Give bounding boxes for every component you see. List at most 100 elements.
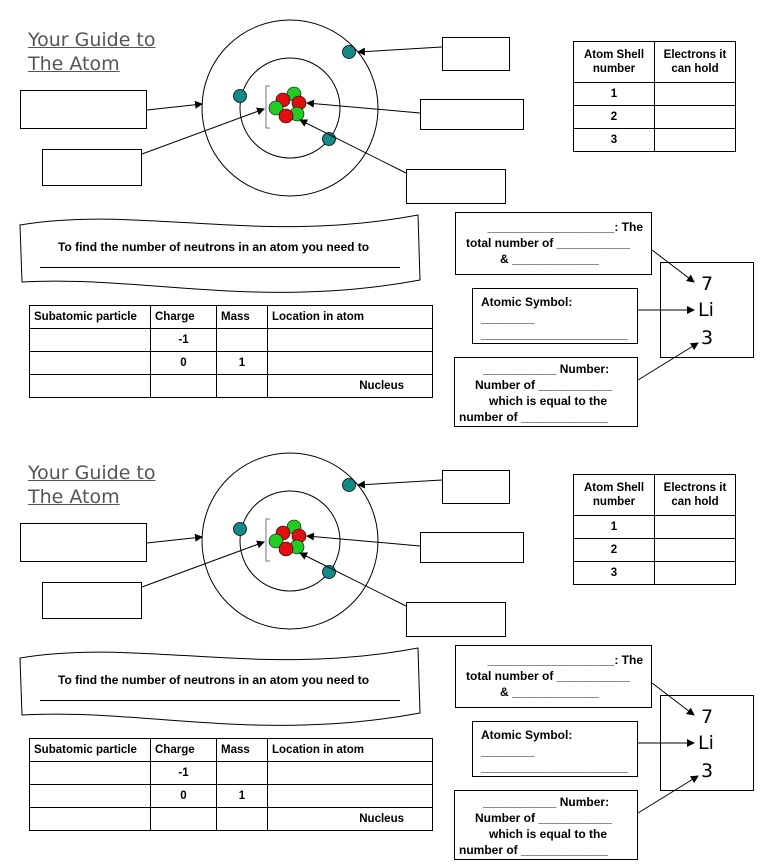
mass-cell: 1 bbox=[216, 784, 268, 808]
shell-number: 1 bbox=[573, 82, 655, 106]
label-box-inner-electron[interactable] bbox=[406, 602, 506, 637]
arrow-to-atomic-number bbox=[637, 775, 699, 814]
label-box-inner-electron[interactable] bbox=[406, 169, 506, 204]
label-box-shell[interactable] bbox=[20, 523, 147, 562]
arrow-to-atomic-number bbox=[637, 342, 699, 381]
location-cell[interactable] bbox=[267, 761, 433, 785]
electron bbox=[342, 478, 356, 492]
electrons-blank[interactable] bbox=[654, 515, 736, 539]
location-cell[interactable] bbox=[267, 784, 433, 808]
proton bbox=[278, 541, 294, 557]
table-row: -1 bbox=[29, 328, 433, 352]
nucleus bbox=[268, 519, 307, 557]
mass-cell[interactable] bbox=[216, 761, 268, 785]
charge-cell: -1 bbox=[150, 761, 217, 785]
arrow-to-mass-number bbox=[651, 249, 695, 283]
table-row: 2 bbox=[573, 105, 736, 129]
particle-cell[interactable] bbox=[29, 761, 151, 785]
electrons-blank[interactable] bbox=[654, 561, 736, 585]
atomic-box-line-3: which is equal to the bbox=[489, 394, 608, 408]
table-row: 0 1 bbox=[29, 351, 433, 375]
label-box-shell[interactable] bbox=[20, 90, 147, 129]
mass-cell[interactable] bbox=[216, 807, 268, 831]
atomic-box-line-3: which is equal to the bbox=[489, 827, 608, 841]
particle-cell[interactable] bbox=[29, 374, 151, 398]
arrow-to-proton bbox=[306, 532, 421, 547]
charge-cell: -1 bbox=[150, 328, 217, 352]
mass-box-line-1: ___________________: The bbox=[487, 220, 643, 234]
shell-table: Atom Shell number Electrons it can hold … bbox=[573, 474, 736, 585]
mass-number: 7 bbox=[701, 706, 714, 728]
element-symbol: Li bbox=[698, 732, 714, 754]
mass-box-line-2: total number of ___________ bbox=[466, 669, 631, 683]
location-cell[interactable] bbox=[267, 351, 433, 375]
mass-number-box: ___________________: The total number of… bbox=[455, 212, 652, 275]
mass-header: Mass bbox=[216, 738, 268, 762]
atomic-number-box: ___________ Number: Number of __________… bbox=[454, 790, 638, 860]
nucleus-bracket bbox=[265, 518, 270, 562]
table-row: Nucleus bbox=[29, 374, 433, 398]
arrow-to-proton bbox=[306, 99, 421, 114]
shell-table: Atom Shell number Electrons it can hold … bbox=[573, 41, 736, 152]
shell-number: 2 bbox=[573, 538, 655, 562]
arrow-to-nucleus-bracket bbox=[141, 540, 265, 588]
atomic-box-line-1: ___________ Number: bbox=[483, 795, 610, 809]
neutron-prompt: To find the number of neutrons in an ato… bbox=[58, 673, 370, 687]
neutron-answer-line[interactable] bbox=[40, 267, 400, 268]
neutron-answer-line[interactable] bbox=[40, 700, 400, 701]
subatomic-particle-table: Subatomic particle Charge Mass Location … bbox=[29, 305, 433, 398]
shell-header-electrons: Electrons it can hold bbox=[654, 41, 736, 83]
mass-cell[interactable] bbox=[216, 374, 268, 398]
shell-number: 1 bbox=[573, 515, 655, 539]
neutron bbox=[268, 100, 284, 116]
inner-shell bbox=[239, 57, 341, 159]
electrons-blank[interactable] bbox=[654, 82, 736, 106]
electrons-blank[interactable] bbox=[654, 105, 736, 129]
neutron-banner bbox=[19, 647, 421, 726]
particle-cell[interactable] bbox=[29, 328, 151, 352]
label-box-electron[interactable] bbox=[442, 470, 510, 504]
atomic-symbol-box: Atomic Symbol: ________ ________________… bbox=[472, 288, 638, 344]
atomic-box-line-2: Number of ___________ bbox=[475, 378, 612, 392]
element-box: 7 Li 3 bbox=[660, 262, 754, 358]
atom-diagram bbox=[19, 19, 699, 381]
atomic-box-line-4: number of _____________ bbox=[459, 410, 608, 424]
table-row: 3 bbox=[573, 561, 736, 585]
particle-cell[interactable] bbox=[29, 784, 151, 808]
shell-header-electrons: Electrons it can hold bbox=[654, 474, 736, 516]
symbol-box-line-2: ______________________ bbox=[481, 327, 628, 341]
subatomic-particle-table: Subatomic particle Charge Mass Location … bbox=[29, 738, 433, 831]
charge-header: Charge bbox=[150, 738, 217, 762]
worksheet-bottom: Your Guide to The Atom bbox=[0, 433, 768, 866]
inner-shell bbox=[239, 490, 341, 592]
electrons-blank[interactable] bbox=[654, 538, 736, 562]
atom-diagram bbox=[19, 452, 699, 814]
label-box-nucleus[interactable] bbox=[42, 582, 142, 619]
label-box-proton[interactable] bbox=[420, 532, 524, 563]
charge-cell: 0 bbox=[150, 784, 217, 808]
label-box-nucleus[interactable] bbox=[42, 149, 142, 186]
location-header: Location in atom bbox=[267, 305, 433, 329]
title-line-2: The Atom bbox=[28, 486, 120, 508]
atomic-number-box: ___________ Number: Number of __________… bbox=[454, 357, 638, 427]
label-box-proton[interactable] bbox=[420, 99, 524, 130]
charge-cell[interactable] bbox=[150, 374, 217, 398]
charge-cell[interactable] bbox=[150, 807, 217, 831]
atomic-number: 3 bbox=[701, 760, 714, 782]
element-symbol: Li bbox=[698, 299, 714, 321]
table-row: 1 bbox=[573, 82, 736, 106]
mass-number-box: ___________________: The total number of… bbox=[455, 645, 652, 708]
shell-header-number: Atom Shell number bbox=[573, 474, 655, 516]
electron bbox=[342, 45, 356, 59]
electrons-blank[interactable] bbox=[654, 128, 736, 152]
location-cell[interactable] bbox=[267, 328, 433, 352]
atomic-box-line-2: Number of ___________ bbox=[475, 811, 612, 825]
mass-cell[interactable] bbox=[216, 328, 268, 352]
arrow-to-outer-electron bbox=[357, 46, 443, 56]
label-box-electron[interactable] bbox=[442, 37, 510, 71]
particle-cell[interactable] bbox=[29, 351, 151, 375]
atomic-number: 3 bbox=[701, 327, 714, 349]
mass-box-line-2: total number of ___________ bbox=[466, 236, 631, 250]
particle-cell[interactable] bbox=[29, 807, 151, 831]
table-row: 0 1 bbox=[29, 784, 433, 808]
